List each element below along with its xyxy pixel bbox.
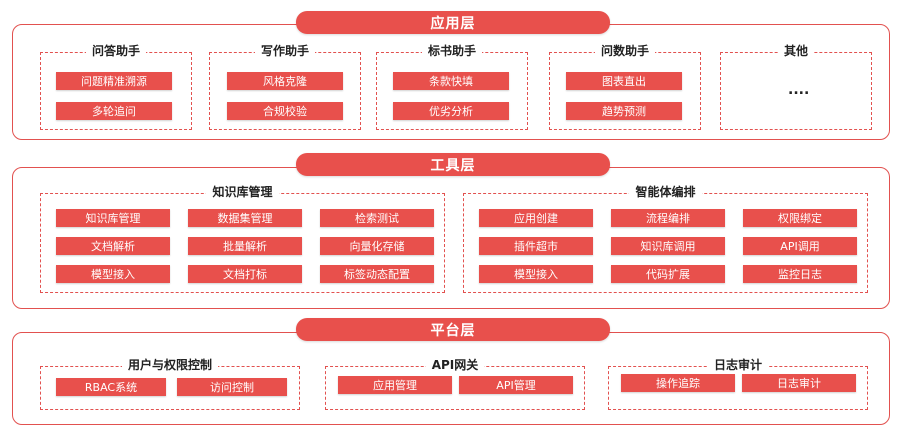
app-group-writing-title: 写作助手: [210, 43, 360, 59]
platform-gateway-item-1: 应用管理: [338, 376, 452, 394]
platform-audit-item-2: 日志审计: [742, 374, 856, 392]
tool-group-agent: 智能体编排: [463, 185, 868, 293]
app-group-other-title: 其他: [721, 43, 871, 59]
platform-group-audit-title: 日志审计: [609, 357, 867, 373]
tool-agent-item-2: 流程编排: [611, 209, 725, 227]
tool-group-kb: 知识库管理: [40, 185, 445, 293]
app-item-writing-1: 风格克隆: [227, 72, 343, 90]
tool-agent-item-5: 知识库调用: [611, 237, 725, 255]
tool-kb-item-2: 数据集管理: [188, 209, 302, 227]
platform-audit-item-1: 操作追踪: [621, 374, 735, 392]
tool-kb-item-4: 文档解析: [56, 237, 170, 255]
tool-kb-item-7: 模型接入: [56, 265, 170, 283]
app-item-writing-2: 合规校验: [227, 102, 343, 120]
app-item-data-1: 图表直出: [566, 72, 682, 90]
tool-agent-item-7: 模型接入: [479, 265, 593, 283]
tool-kb-item-8: 文档打标: [188, 265, 302, 283]
tool-kb-item-9: 标签动态配置: [320, 265, 434, 283]
tool-agent-item-1: 应用创建: [479, 209, 593, 227]
platform-rbac-item-1: RBAC系统: [56, 378, 166, 396]
app-item-qa-2: 多轮追问: [56, 102, 172, 120]
platform-group-rbac: 用户与权限控制: [40, 358, 300, 410]
app-group-qa: 问答助手: [40, 44, 192, 130]
tool-group-agent-title: 智能体编排: [464, 184, 867, 200]
app-group-writing: 写作助手: [209, 44, 361, 130]
app-group-data-title: 问数助手: [550, 43, 700, 59]
app-group-qa-title: 问答助手: [41, 43, 191, 59]
platform-group-gateway-title: API网关: [326, 357, 584, 373]
app-item-qa-1: 问题精准溯源: [56, 72, 172, 90]
platform-group-audit: 日志审计: [608, 358, 868, 410]
app-item-bid-2: 优劣分析: [393, 102, 509, 120]
app-group-other: 其他: [720, 44, 872, 130]
tool-kb-item-6: 向量化存储: [320, 237, 434, 255]
app-layer-title: 应用层: [296, 11, 610, 34]
platform-layer-title: 平台层: [296, 318, 610, 341]
tool-agent-item-9: 监控日志: [743, 265, 857, 283]
tool-kb-item-1: 知识库管理: [56, 209, 170, 227]
app-item-other-ellipsis: ....: [788, 82, 810, 98]
tool-group-kb-title: 知识库管理: [41, 184, 444, 200]
tool-agent-item-4: 插件超市: [479, 237, 593, 255]
app-group-data: 问数助手: [549, 44, 701, 130]
app-item-bid-1: 条款快填: [393, 72, 509, 90]
app-item-data-2: 趋势预测: [566, 102, 682, 120]
tool-agent-item-6: API调用: [743, 237, 857, 255]
platform-rbac-item-2: 访问控制: [177, 378, 287, 396]
tool-agent-item-3: 权限绑定: [743, 209, 857, 227]
app-group-bid: 标书助手: [376, 44, 528, 130]
platform-group-gateway: API网关: [325, 358, 585, 410]
tool-agent-item-8: 代码扩展: [611, 265, 725, 283]
tool-kb-item-3: 检索测试: [320, 209, 434, 227]
tool-layer-title: 工具层: [296, 153, 610, 176]
platform-group-rbac-title: 用户与权限控制: [41, 357, 299, 373]
tool-kb-item-5: 批量解析: [188, 237, 302, 255]
app-group-bid-title: 标书助手: [377, 43, 527, 59]
platform-gateway-item-2: API管理: [459, 376, 573, 394]
